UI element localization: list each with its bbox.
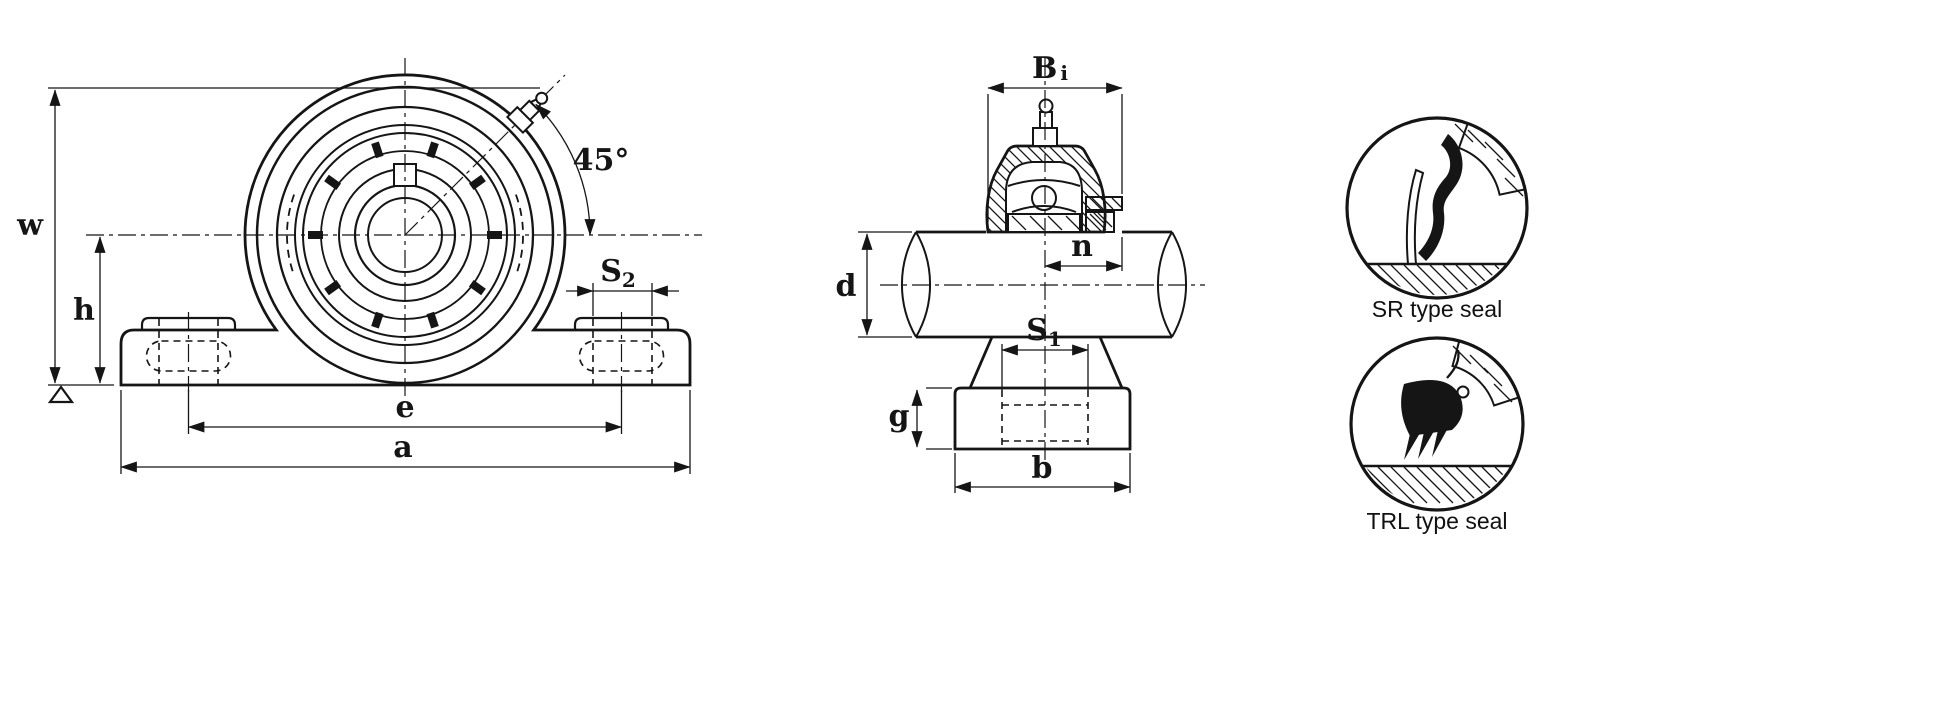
sr-seal-label: SR type seal xyxy=(1372,296,1502,322)
shaft-break-right xyxy=(1157,231,1187,338)
dimension-s1: S1 xyxy=(1001,313,1089,390)
lockwasher-section xyxy=(1085,211,1115,233)
trl-detail-circle xyxy=(1349,336,1525,512)
dim-label-s1: S1 xyxy=(1026,313,1062,351)
shaft xyxy=(916,230,1172,339)
angle-label: 45° xyxy=(573,143,630,178)
dim-label-d: d xyxy=(836,269,857,304)
sr-detail-circle xyxy=(1345,116,1529,300)
locknut-section xyxy=(1085,196,1123,211)
dimension-s2: S2 xyxy=(566,254,679,316)
dimension-e: e xyxy=(187,390,623,434)
dim-label-w: w xyxy=(16,208,44,243)
dimension-d: d xyxy=(836,231,912,338)
dimension-w: w xyxy=(16,87,540,386)
grease-fitting-side xyxy=(1032,98,1058,147)
dim-label-s2: S2 xyxy=(600,254,636,292)
sr-seal-profile xyxy=(1418,134,1463,261)
trl-seal-lips xyxy=(1404,428,1448,460)
trl-housing-section xyxy=(1451,339,1521,407)
pedestal-body xyxy=(953,336,1132,451)
housing-boss-section xyxy=(985,98,1123,234)
datum-triangle xyxy=(47,385,75,404)
trl-seal-case xyxy=(1446,349,1460,379)
side-centerlines xyxy=(880,58,1205,462)
sr-seal-lip xyxy=(1405,168,1425,265)
trl-seal-detail: TRL type seal xyxy=(1349,336,1525,534)
dim-label-a: a xyxy=(393,430,412,465)
dimension-a: a xyxy=(120,390,691,474)
angle-45: 45° xyxy=(535,103,630,236)
hidden-seat-arc-right xyxy=(515,194,524,276)
dimension-h: h xyxy=(73,236,106,384)
dim-label-b: b xyxy=(1032,451,1053,486)
trl-seal-label: TRL type seal xyxy=(1366,508,1507,534)
sr-outer-ring-section xyxy=(1457,122,1527,196)
dim-label-n: n xyxy=(1071,229,1093,264)
dimension-n: n xyxy=(1044,229,1123,272)
trl-seal-body xyxy=(1401,380,1463,436)
sr-seal-detail: SR type seal xyxy=(1345,116,1529,322)
front-centerlines xyxy=(86,58,702,398)
trl-garter-spring xyxy=(1456,385,1470,399)
dim-label-g: g xyxy=(889,399,910,434)
bearing-ball xyxy=(1031,185,1057,211)
dimension-g: g xyxy=(889,387,952,450)
dim-label-h: h xyxy=(73,293,95,328)
base-bolt-slots xyxy=(145,312,665,392)
front-view: w h e a S2 xyxy=(16,58,702,474)
dimension-b: b xyxy=(954,451,1131,493)
side-view: Bi n d S1 g xyxy=(836,51,1205,493)
hidden-seat-arc-left xyxy=(286,194,295,276)
dim-label-e: e xyxy=(395,390,414,425)
inner-ring-section xyxy=(1007,213,1081,233)
shaft-break-left xyxy=(901,231,931,338)
